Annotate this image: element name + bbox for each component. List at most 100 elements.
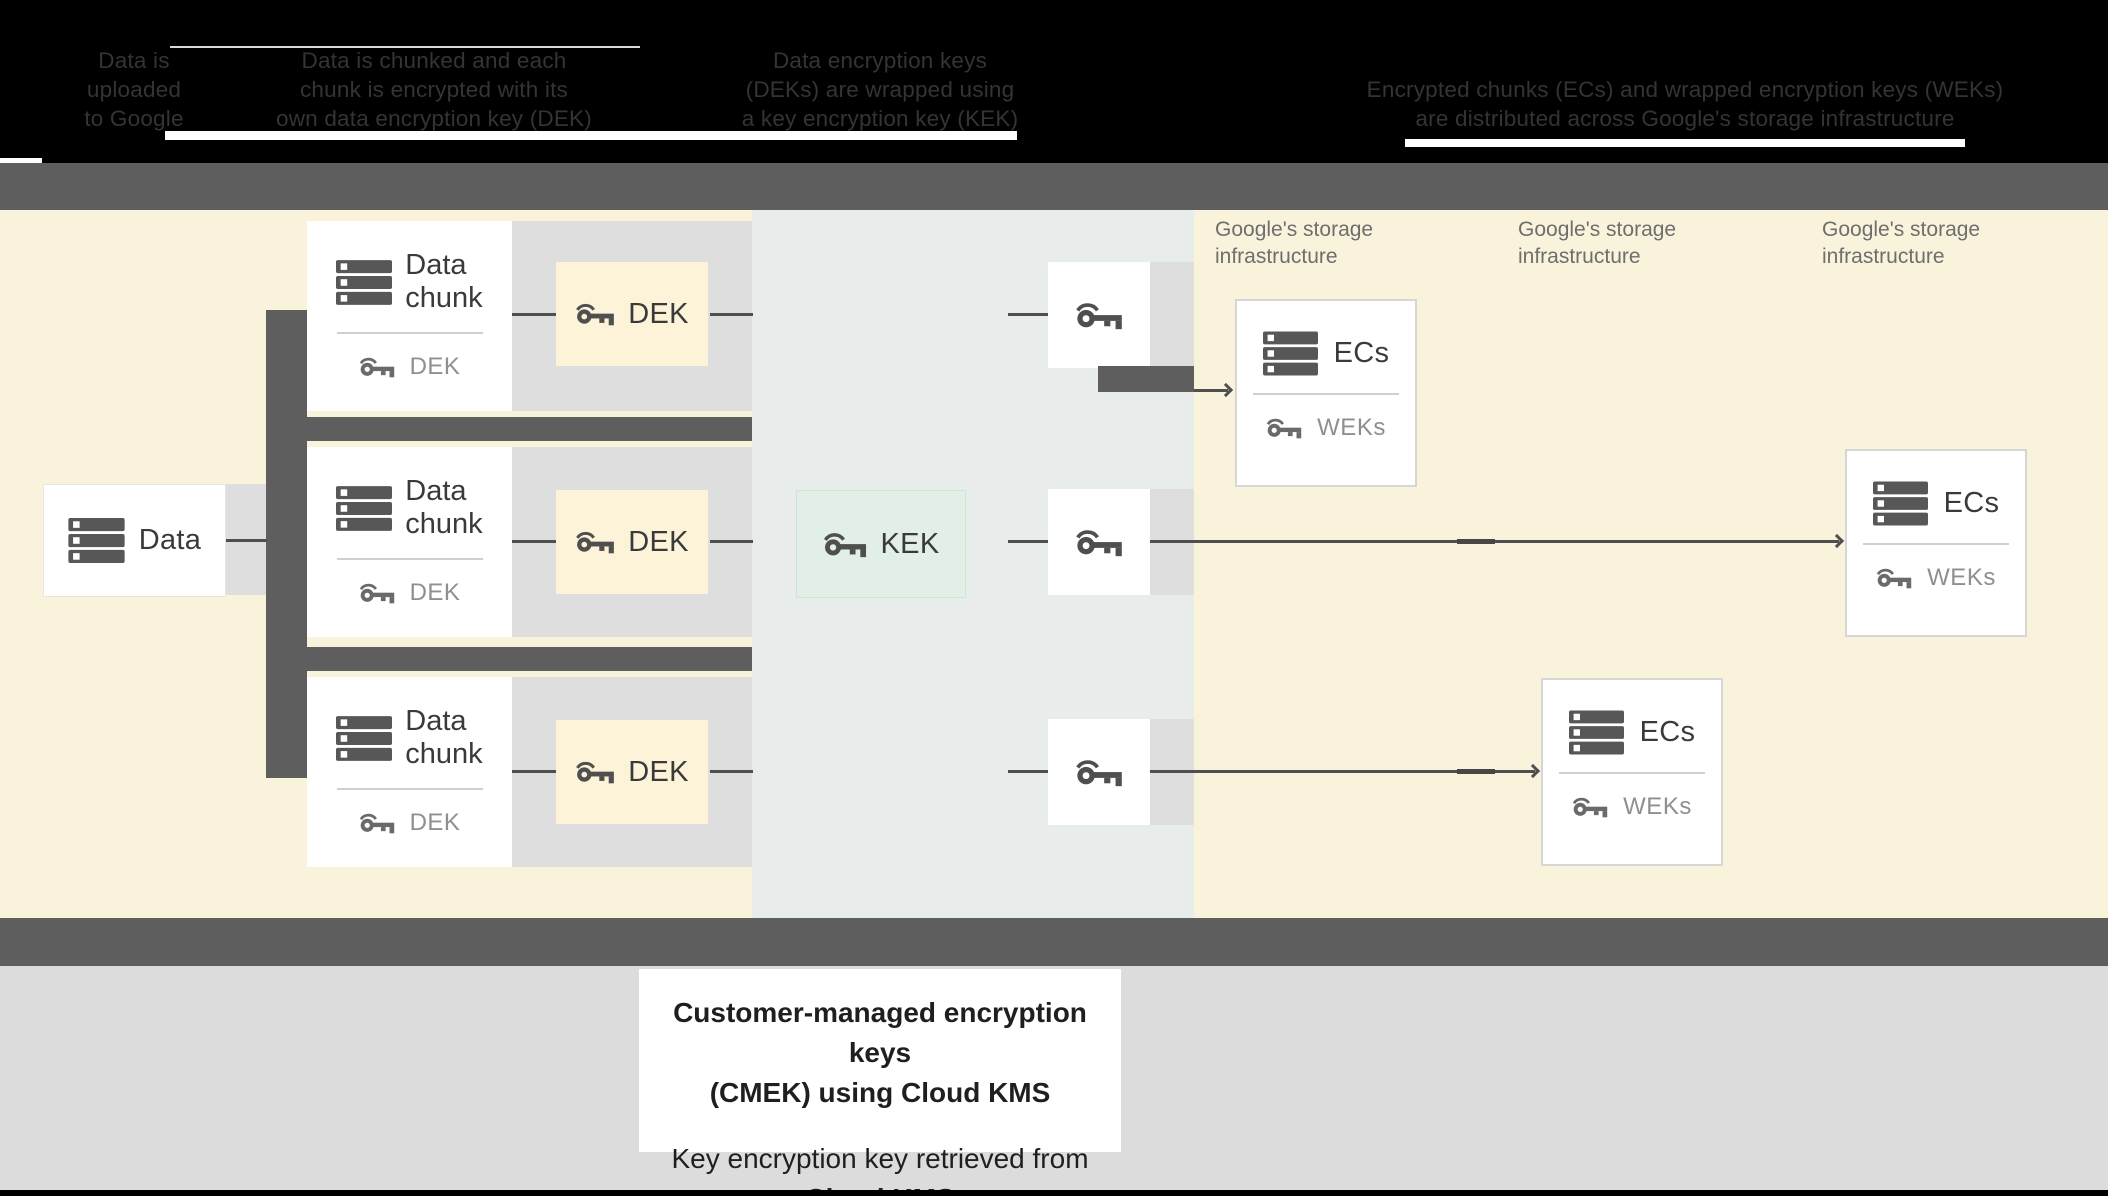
caption-line3: Key encryption key retrieved from bbox=[671, 1143, 1089, 1174]
weks-subrow: WEKs bbox=[1266, 414, 1386, 442]
chunk-to-dek-line-2 bbox=[512, 540, 556, 543]
dek-box-label: DEK bbox=[628, 525, 689, 558]
dek-box-label: DEK bbox=[628, 297, 689, 330]
kms-to-wrap-stub-2 bbox=[1008, 540, 1048, 543]
divider bbox=[1863, 543, 2009, 545]
header-step-1-line: uploaded bbox=[86, 77, 182, 102]
database-icon bbox=[336, 716, 392, 761]
header-step-2-line: chunk is encrypted with its bbox=[299, 77, 569, 102]
divider bbox=[336, 332, 483, 334]
caption-line2: (CMEK) using Cloud KMS bbox=[709, 1077, 1051, 1108]
data-box-label: Data bbox=[138, 524, 202, 556]
dek-subrow: DEK bbox=[359, 353, 461, 381]
data-box: Data bbox=[43, 484, 226, 597]
data-chunk-label: Data chunk bbox=[405, 705, 482, 771]
storage-label-line2: infrastructure bbox=[1518, 245, 1641, 268]
dek-to-kms-stub-1 bbox=[710, 313, 753, 316]
storage-infrastructure-label-3: Google's storage infrastructure bbox=[1822, 216, 2082, 270]
arrow-dash-artifact bbox=[1457, 769, 1495, 774]
data-chunk-label-line1: Data bbox=[405, 249, 467, 281]
white-streak-artifact bbox=[0, 158, 42, 166]
storage-infrastructure-label-2: Google's storage infrastructure bbox=[1518, 216, 1778, 270]
header-step-3-line: (DEKs) are wrapped using bbox=[745, 77, 1015, 102]
kms-to-wrap-stub-3 bbox=[1008, 770, 1048, 773]
header-step-4-line: are distributed across Google's storage … bbox=[1415, 106, 1955, 131]
header-step-2-line: Data is chunked and each bbox=[301, 48, 567, 73]
top-divider-bar bbox=[0, 163, 2108, 210]
data-chunk-label-line1: Data bbox=[405, 475, 467, 507]
database-icon bbox=[68, 518, 125, 563]
key-icon bbox=[359, 582, 395, 604]
storage-label-line1: Google's storage bbox=[1822, 218, 1981, 241]
header-step-2: Data is chunked and each chunk is encryp… bbox=[234, 46, 634, 133]
data-chunk-label-line1: Data bbox=[405, 705, 467, 737]
kms-to-wrap-stub-1 bbox=[1008, 313, 1048, 316]
dek-subrow: DEK bbox=[359, 579, 461, 607]
divider bbox=[336, 788, 483, 790]
key-icon bbox=[1075, 528, 1123, 557]
data-chunk-label: Data chunk bbox=[405, 475, 482, 541]
inter-row-band-1 bbox=[300, 417, 752, 441]
chunk-to-dek-line-1 bbox=[512, 313, 556, 316]
weks-sublabel: WEKs bbox=[1623, 793, 1692, 820]
wrapped-key-box-2 bbox=[1048, 489, 1150, 595]
data-chunk-box-2: Data chunk DEK bbox=[307, 447, 512, 637]
arrow-right-icon bbox=[1829, 533, 1845, 549]
database-icon bbox=[336, 486, 392, 531]
white-streak-artifact bbox=[1405, 139, 1965, 147]
dek-box-2: DEK bbox=[556, 490, 708, 594]
data-chunk-box-3: Data chunk DEK bbox=[307, 677, 512, 867]
key-icon bbox=[1075, 758, 1123, 787]
database-icon bbox=[1873, 481, 1928, 526]
ecs-label: ECs bbox=[1639, 716, 1696, 748]
dek-sublabel: DEK bbox=[409, 579, 461, 606]
caption-box: Customer-managed encryption keys (CMEK) … bbox=[639, 969, 1121, 1196]
database-icon bbox=[1569, 710, 1624, 755]
header-step-3-line: a key encryption key (KEK) bbox=[741, 106, 1019, 131]
key-icon bbox=[823, 531, 867, 558]
bottom-divider-bar bbox=[0, 918, 2108, 966]
weks-sublabel: WEKs bbox=[1927, 564, 1996, 591]
arrow-to-ecs-1 bbox=[1194, 382, 1234, 398]
key-icon bbox=[1572, 796, 1608, 818]
arrow-right-icon bbox=[1218, 382, 1234, 398]
header-step-3-line: Data encryption keys bbox=[772, 48, 988, 73]
row1-dark-connector bbox=[1098, 366, 1194, 392]
header-step-4: Encrypted chunks (ECs) and wrapped encry… bbox=[1245, 75, 2108, 133]
dek-box-1: DEK bbox=[556, 262, 708, 366]
wrapped-key-box-1 bbox=[1048, 262, 1150, 368]
ecs-box-3: ECs WEKs bbox=[1541, 678, 1723, 866]
caption-line1: Customer-managed encryption keys bbox=[673, 997, 1087, 1068]
kek-box-label: KEK bbox=[880, 527, 940, 560]
header-step-1-line: Data is bbox=[98, 48, 170, 73]
key-icon bbox=[575, 530, 615, 554]
wrapped-key-band-1 bbox=[1150, 262, 1194, 368]
header-step-4-line: Encrypted chunks (ECs) and wrapped encry… bbox=[1366, 77, 2004, 102]
arrow-to-ecs-2 bbox=[1150, 533, 1845, 549]
database-icon bbox=[336, 260, 392, 305]
ecs-main: ECs bbox=[1873, 481, 2000, 526]
key-icon bbox=[359, 356, 395, 378]
fanout-trunk bbox=[266, 310, 307, 778]
dek-box-3: DEK bbox=[556, 720, 708, 824]
key-icon bbox=[575, 760, 615, 784]
kek-box: KEK bbox=[796, 490, 966, 598]
data-chunk-main: Data chunk bbox=[336, 249, 483, 315]
header-step-3: Data encryption keys (DEKs) are wrapped … bbox=[680, 46, 1080, 133]
data-to-trunk-line bbox=[224, 539, 267, 542]
data-chunk-label-line2: chunk bbox=[405, 738, 483, 770]
arrow-to-ecs-3 bbox=[1150, 763, 1541, 779]
dek-to-kms-stub-3 bbox=[710, 770, 753, 773]
dek-sublabel: DEK bbox=[409, 353, 461, 380]
key-icon bbox=[1266, 417, 1302, 439]
chunk-to-dek-line-3 bbox=[512, 770, 556, 773]
wrapped-key-box-3 bbox=[1048, 719, 1150, 825]
diagram-canvas: Data Data chunk DEK Data chunk bbox=[0, 210, 2108, 918]
white-streak-artifact bbox=[170, 46, 640, 48]
ecs-box-2: ECs WEKs bbox=[1845, 449, 2027, 637]
data-chunk-main: Data chunk bbox=[336, 475, 483, 541]
bottom-black-strip bbox=[0, 1190, 2108, 1196]
key-icon bbox=[1876, 567, 1912, 589]
header-step-1-line: to Google bbox=[84, 106, 184, 131]
storage-label-line2: infrastructure bbox=[1822, 245, 1945, 268]
